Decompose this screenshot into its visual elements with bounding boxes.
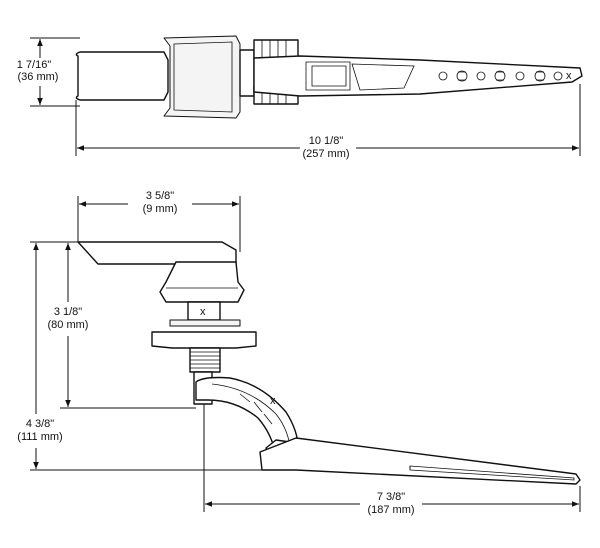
side-overall-imperial: 4 3/8" <box>26 418 54 430</box>
side-drop-metric: (80 mm) <box>48 319 89 331</box>
side-width-imperial: 3 5/8" <box>146 190 174 202</box>
side-x-mark-arm: x <box>270 395 276 407</box>
top-nut <box>239 49 255 97</box>
top-height-imperial: 1 7/16" <box>17 59 52 71</box>
top-height-metric: (36 mm) <box>18 71 59 83</box>
top-length-imperial: 10 1/8" <box>309 135 344 147</box>
side-arm-metric: (187 mm) <box>367 504 414 516</box>
side-width-metric: (9 mm) <box>143 203 178 215</box>
side-overall-metric: (111 mm) <box>17 431 62 443</box>
top-escutcheon <box>163 35 241 119</box>
side-mounting-flange <box>151 331 257 349</box>
side-x-mark-nut: x <box>200 306 206 318</box>
top-lift-arm <box>253 55 583 97</box>
side-hub <box>159 261 245 303</box>
top-view: x 1 7/16" (36 mm) 10 1/8" (257 mm) <box>17 35 583 160</box>
top-x-mark: x <box>566 70 572 82</box>
side-arm-imperial: 7 3/8" <box>377 491 405 503</box>
top-handle-lever <box>75 51 169 101</box>
side-view: x x 3 5/8" (9 mm) 3 1/8" (80 <box>17 190 581 516</box>
top-length-metric: (257 mm) <box>302 148 349 160</box>
side-drop-imperial: 3 1/8" <box>54 306 82 318</box>
